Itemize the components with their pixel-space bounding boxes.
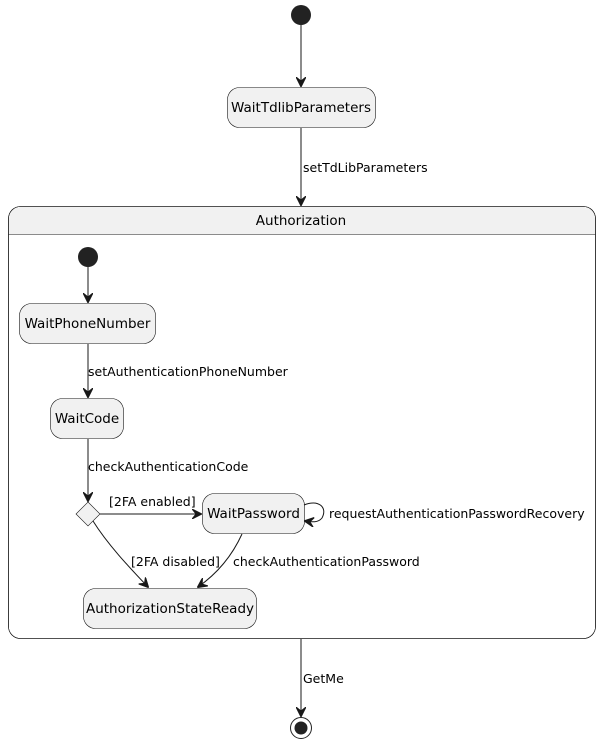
edge-label-set-tdlib-parameters: setTdLibParameters bbox=[303, 160, 428, 175]
edge-choice-to-ready bbox=[92, 520, 148, 587]
state-wait-tdlib-parameters: WaitTdlibParameters bbox=[227, 87, 376, 128]
state-label: WaitTdlibParameters bbox=[231, 100, 371, 116]
edge-label-get-me: GetMe bbox=[303, 671, 344, 686]
edge-label-set-authentication-phone-number: setAuthenticationPhoneNumber bbox=[88, 364, 289, 379]
edge-label-2fa-disabled: [2FA disabled] bbox=[131, 554, 220, 569]
initial-node bbox=[291, 5, 311, 25]
state-label: AuthorizationStateReady bbox=[86, 601, 254, 617]
choice-node bbox=[75, 501, 101, 527]
state-label: WaitCode bbox=[55, 411, 119, 427]
edge-label-check-authentication-code: checkAuthenticationCode bbox=[88, 459, 249, 474]
composite-title: Authorization bbox=[256, 213, 346, 229]
final-node bbox=[290, 717, 312, 739]
edge-waitpassword-to-ready bbox=[198, 533, 243, 587]
state-wait-code: WaitCode bbox=[50, 398, 124, 439]
edge-label-check-authentication-password: checkAuthenticationPassword bbox=[233, 554, 420, 569]
edge-label-2fa-enabled: [2FA enabled] bbox=[109, 494, 196, 509]
inner-initial-node bbox=[78, 247, 98, 267]
edge-label-request-password-recovery: requestAuthenticationPasswordRecovery bbox=[329, 506, 585, 521]
state-label: WaitPassword bbox=[207, 506, 300, 522]
state-wait-phone-number: WaitPhoneNumber bbox=[19, 303, 156, 344]
edge-waitpassword-self-loop bbox=[304, 502, 325, 522]
state-wait-password: WaitPassword bbox=[202, 493, 305, 534]
state-authorization-state-ready: AuthorizationStateReady bbox=[83, 588, 257, 629]
state-label: WaitPhoneNumber bbox=[25, 316, 151, 332]
